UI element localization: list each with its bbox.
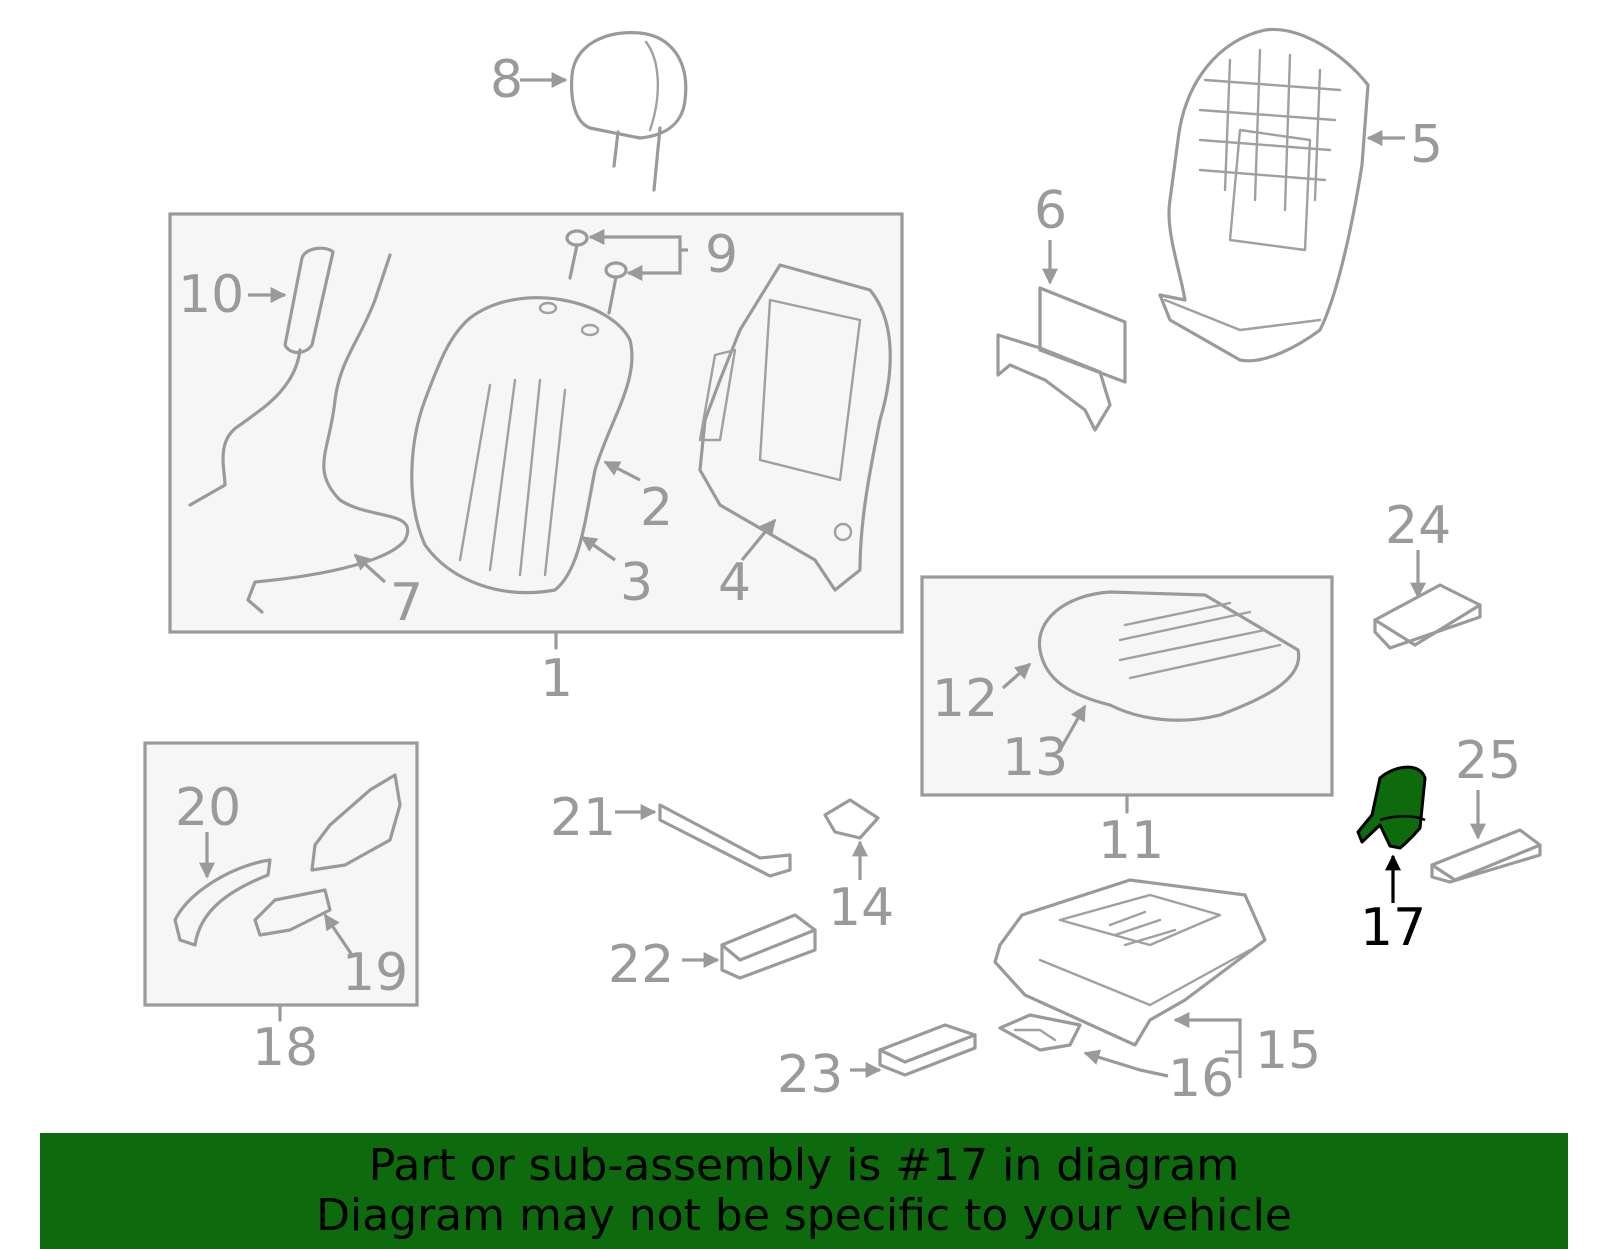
callout-23: 23	[777, 1045, 843, 1105]
module-bracket-part[interactable]	[996, 286, 1127, 432]
bolt-part[interactable]	[565, 229, 628, 315]
seatback-panel-part[interactable]	[1158, 27, 1370, 363]
callout-12: 12	[932, 669, 998, 729]
seatback-frame-part[interactable]	[698, 263, 892, 592]
wiring-harness-part[interactable]	[246, 253, 410, 614]
callout-9: 9	[705, 225, 738, 285]
seat-track-frame-part[interactable]	[993, 878, 1267, 1047]
cover-22-part[interactable]	[720, 913, 817, 980]
callout-7: 7	[390, 573, 423, 633]
recliner-cover-outer-part[interactable]	[310, 773, 402, 872]
side-airbag-part[interactable]	[188, 246, 335, 507]
callout-17: 17	[1360, 898, 1426, 958]
cushion-assembly-box	[920, 575, 1334, 797]
switch-16-part[interactable]	[998, 1013, 1082, 1052]
callout-20: 20	[175, 778, 241, 838]
headrest-part[interactable]	[569, 31, 688, 192]
recliner-cover-20-part[interactable]	[173, 858, 272, 947]
highlighted-part-17[interactable]	[1356, 765, 1427, 850]
trim-21-part[interactable]	[658, 803, 792, 878]
callout-16: 16	[1168, 1049, 1234, 1109]
callout-18: 18	[252, 1018, 318, 1078]
cover-23-part[interactable]	[878, 1023, 977, 1077]
callout-2: 2	[640, 478, 673, 538]
callout-14: 14	[828, 878, 894, 938]
callout-3: 3	[620, 553, 653, 613]
banner-line-1: Part or sub-assembly is #17 in diagram	[368, 1140, 1240, 1191]
callout-22: 22	[608, 935, 674, 995]
callout-13: 13	[1002, 728, 1068, 788]
callout-4: 4	[718, 553, 751, 613]
callout-8: 8	[490, 50, 523, 110]
callout-5: 5	[1410, 115, 1443, 175]
seatback-cover-part[interactable]	[410, 296, 634, 595]
callout-10: 10	[178, 265, 244, 325]
callout-21: 21	[550, 788, 616, 848]
callout-11: 11	[1098, 811, 1164, 871]
callout-6: 6	[1034, 181, 1067, 241]
clip-14-part[interactable]	[823, 798, 880, 840]
rail-cover-25-part[interactable]	[1430, 828, 1542, 884]
recliner-cover-box	[143, 741, 419, 1007]
callout-19: 19	[342, 943, 408, 1003]
banner-line-2: Diagram may not be specific to your vehi…	[316, 1190, 1292, 1241]
callout-24: 24	[1385, 496, 1451, 556]
seat-cushion-part[interactable]	[1037, 590, 1301, 722]
recliner-cover-19-part[interactable]	[253, 888, 332, 937]
part-info-banner: Part or sub-assembly is #17 in diagram D…	[40, 1133, 1568, 1249]
callout-15: 15	[1255, 1021, 1321, 1081]
callout-25: 25	[1455, 731, 1521, 791]
callout-1: 1	[540, 649, 573, 709]
rail-cover-24-part[interactable]	[1373, 583, 1482, 650]
